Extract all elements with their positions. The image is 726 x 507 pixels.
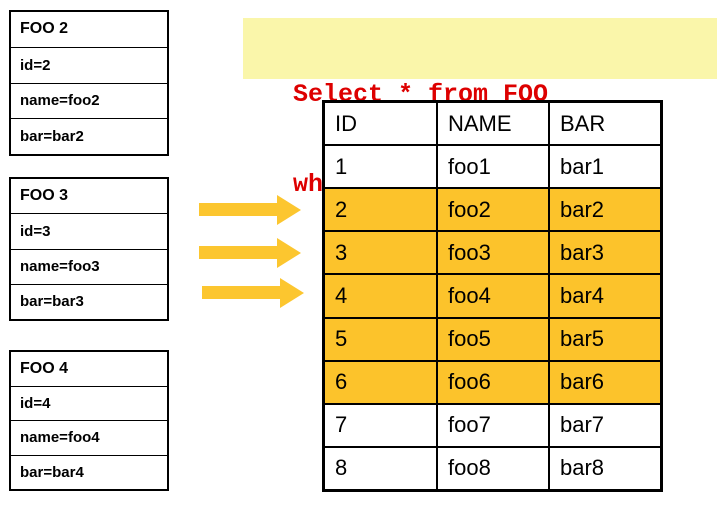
table-cell: foo1 [438, 146, 550, 188]
arrow-right-icon [202, 278, 304, 308]
entity-box-title: FOO 3 [11, 179, 167, 215]
table-cell: bar3 [560, 239, 605, 265]
entity-field: id=4 [11, 387, 167, 421]
arrow-right-icon [199, 238, 301, 268]
table-header-cell-bar: BAR [560, 110, 606, 136]
table-cell: 3 [325, 232, 438, 274]
entity-box-foo4: FOO 4 id=4 name=foo4 bar=bar4 [9, 350, 169, 491]
table-cell: 7 [325, 404, 438, 446]
table-cell: foo7 [438, 404, 550, 446]
table-cell: bar7 [560, 412, 605, 438]
entity-field: bar=bar4 [20, 463, 84, 481]
table-cell: foo6 [438, 361, 550, 403]
table-cell: bar6 [560, 369, 605, 395]
table-cell: bar8 [560, 455, 605, 481]
entity-box-foo3: FOO 3 id=3 name=foo3 bar=bar3 [9, 177, 169, 321]
table-row: 7 foo7 bar7 [325, 404, 660, 448]
table-header-cell-name: NAME [438, 103, 550, 145]
entity-box-title: FOO 2 [11, 12, 167, 48]
table-header-row: ID NAME BAR [325, 103, 660, 147]
table-cell: 5 [325, 318, 438, 360]
arrow-head [280, 278, 304, 308]
table-cell: foo4 [438, 275, 550, 317]
entity-box-foo2: FOO 2 id=2 name=foo2 bar=bar2 [9, 10, 169, 156]
table-row: 6 foo6 bar6 [325, 361, 660, 405]
table-cell: foo2 [438, 189, 550, 231]
entity-field: bar=bar3 [20, 293, 84, 311]
entity-field: name=foo2 [11, 84, 167, 120]
table-header-cell-id: ID [325, 103, 438, 145]
table-cell: 2 [325, 189, 438, 231]
table-row: 4 foo4 bar4 [325, 275, 660, 319]
entity-field: id=3 [11, 214, 167, 250]
entity-field: name=foo3 [11, 250, 167, 285]
table-cell: bar4 [560, 282, 605, 308]
table-row: 1 foo1 bar1 [325, 146, 660, 190]
table-cell: foo8 [438, 447, 550, 489]
table-cell: bar2 [560, 196, 605, 222]
table-row: 5 foo5 bar5 [325, 318, 660, 362]
table-cell: bar5 [560, 326, 605, 352]
entity-field: name=foo4 [11, 421, 167, 456]
table-row: 3 foo3 bar3 [325, 232, 660, 276]
arrow-head [277, 238, 301, 268]
table-row: 2 foo2 bar2 [325, 189, 660, 233]
table-cell: bar1 [560, 153, 605, 179]
table-cell: 6 [325, 361, 438, 403]
table-cell: 4 [325, 275, 438, 317]
table-cell: foo3 [438, 232, 550, 274]
entity-box-title: FOO 4 [11, 352, 167, 387]
arrow-right-icon [199, 195, 301, 225]
result-table: ID NAME BAR 1 foo1 bar1 2 foo2 bar2 3 fo… [322, 100, 663, 492]
arrow-body [199, 203, 277, 216]
table-row: 8 foo8 bar8 [325, 447, 660, 489]
table-cell: foo5 [438, 318, 550, 360]
entity-field: id=2 [11, 48, 167, 84]
sql-query-banner: Select * from FOO where id > 1 and id < … [243, 18, 717, 199]
entity-field: bar=bar2 [20, 128, 84, 146]
arrow-body [199, 246, 277, 259]
arrow-head [277, 195, 301, 225]
table-cell: 8 [325, 447, 438, 489]
arrow-body [202, 286, 280, 299]
table-cell: 1 [325, 146, 438, 188]
